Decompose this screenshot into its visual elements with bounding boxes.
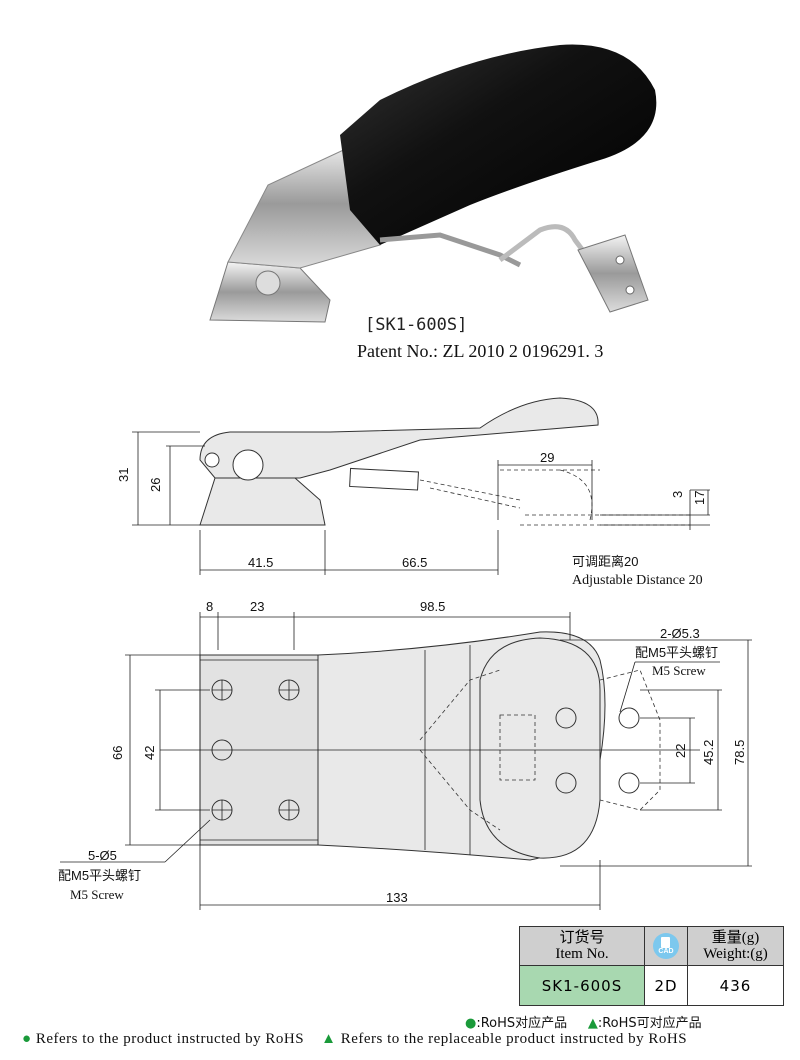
replaceable-cn-label: :RoHS可对应产品 (597, 1016, 702, 1031)
spec-table: 订货号 Item No. CAD 重量(g) Weight:(g) SK1-60… (519, 926, 784, 1006)
dim-8: 8 (206, 599, 213, 614)
dim-26: 26 (148, 478, 163, 492)
rohs-legend-en: ● Refers to the product instructed by Ro… (22, 1031, 687, 1048)
right-hole-screw-en: M5 Screw (652, 663, 706, 678)
product-photo (209, 44, 657, 323)
cad-icon[interactable]: CAD (653, 933, 679, 959)
dim-66: 66 (110, 746, 125, 760)
model-caption: [SK1-600S] (365, 315, 467, 335)
dim-78-5: 78.5 (732, 740, 747, 765)
table-header-row: 订货号 Item No. CAD 重量(g) Weight:(g) (519, 926, 784, 966)
replaceable-en-label: Refers to the replaceable product instru… (340, 1031, 688, 1047)
left-hole-screw-en: M5 Screw (70, 887, 124, 902)
cell-cad[interactable]: 2D (644, 965, 688, 1006)
header-item-no: 订货号 Item No. (519, 926, 645, 966)
rohs-dot-icon: ● (22, 1031, 32, 1047)
header-weight-en: Weight:(g) (703, 946, 768, 962)
replaceable-triangle-icon: ▲ (321, 1031, 337, 1047)
table-row: SK1-600S 2D 436 (519, 965, 784, 1006)
header-weight: 重量(g) Weight:(g) (687, 926, 784, 966)
cell-weight: 436 (687, 965, 784, 1006)
dim-41-5: 41.5 (248, 555, 273, 570)
rohs-en-label: Refers to the product instructed by RoHS (35, 1031, 305, 1047)
header-item-en: Item No. (555, 946, 609, 962)
adjust-distance-cn: 可调距离20 (572, 554, 638, 569)
right-hole-screw-cn: 配M5平头螺钉 (635, 645, 718, 660)
rohs-legend-cn: ●:RoHS对应产品 ▲:RoHS可对应产品 (465, 1012, 702, 1031)
side-view-drawing (132, 397, 710, 575)
left-hole-spec: 5-Ø5 (88, 848, 117, 863)
dim-3: 3 (670, 491, 685, 498)
dim-23: 23 (250, 599, 264, 614)
dim-42: 42 (142, 746, 157, 760)
dim-22: 22 (673, 744, 688, 758)
dim-66-5: 66.5 (402, 555, 427, 570)
dim-98-5: 98.5 (420, 599, 445, 614)
dim-29: 29 (540, 450, 554, 465)
rohs-cn-label: :RoHS对应产品 (476, 1016, 568, 1031)
dim-17: 17 (692, 491, 707, 505)
header-item-cn: 订货号 (559, 930, 605, 946)
left-hole-screw-cn: 配M5平头螺钉 (58, 868, 141, 883)
replaceable-triangle-icon: ▲ (587, 1016, 598, 1031)
rohs-dot-icon: ● (465, 1016, 477, 1031)
dim-45-2: 45.2 (701, 740, 716, 765)
adjust-distance-en: Adjustable Distance 20 (572, 573, 703, 588)
patent-number: Patent No.: ZL 2010 2 0196291. 3 (357, 341, 603, 361)
dim-31: 31 (116, 468, 131, 482)
header-cad: CAD (644, 926, 688, 966)
header-weight-cn: 重量(g) (711, 930, 760, 946)
top-view-drawing (60, 612, 752, 910)
cell-item-no: SK1-600S (519, 965, 645, 1006)
right-hole-spec: 2-Ø5.3 (660, 626, 700, 641)
dim-133: 133 (386, 890, 408, 905)
